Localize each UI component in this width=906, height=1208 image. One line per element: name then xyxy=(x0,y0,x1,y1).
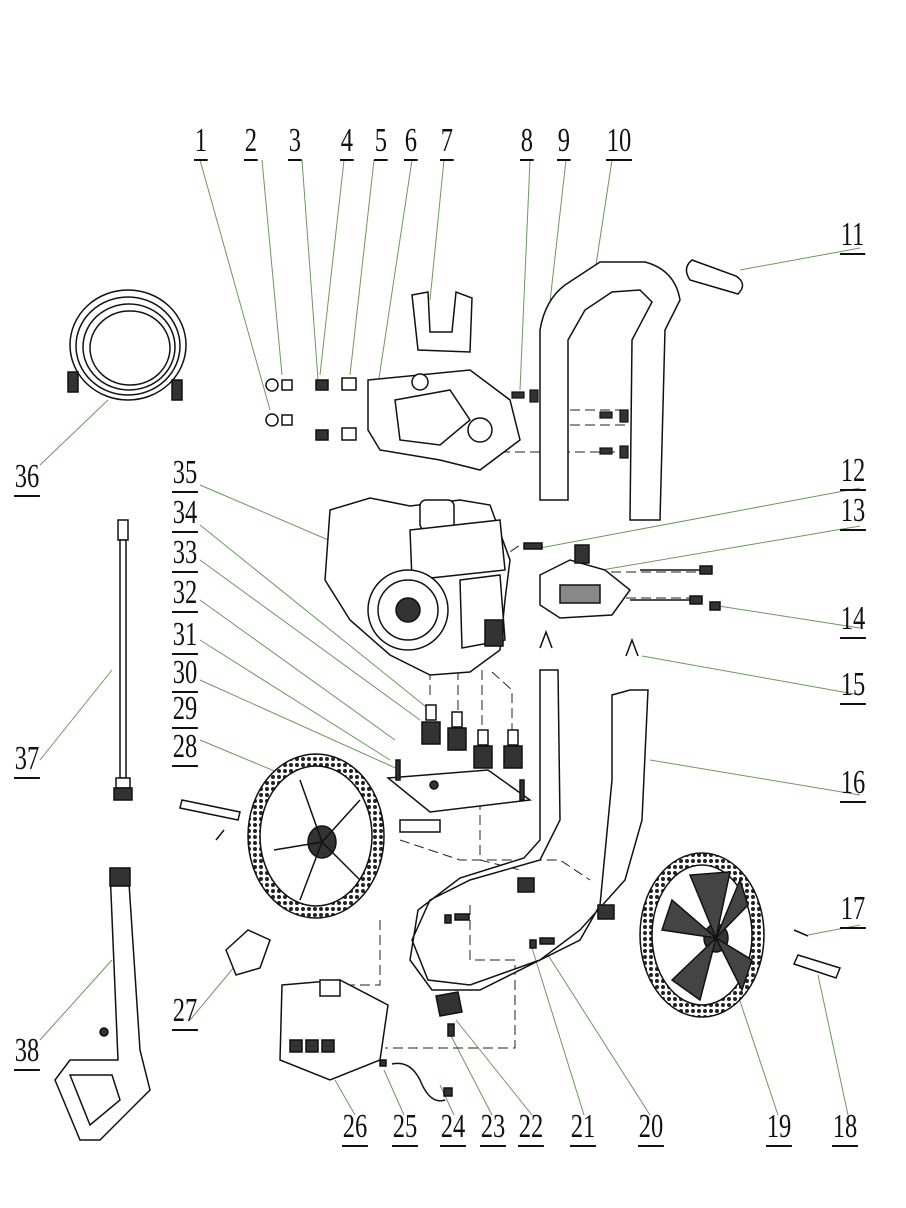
wheel-right-part-19 xyxy=(639,852,765,1018)
spray-wand-part-37 xyxy=(113,519,133,801)
callout-35: 35 xyxy=(172,454,198,493)
callout-38: 38 xyxy=(14,1032,40,1071)
callout-12: 12 xyxy=(840,452,866,491)
pump-part-13 xyxy=(523,542,721,619)
engine-part-35 xyxy=(324,497,511,676)
handle-pins xyxy=(511,389,629,459)
callout-15: 15 xyxy=(840,666,866,705)
callout-14: 14 xyxy=(840,600,866,639)
leader-lines xyxy=(39,159,861,1116)
callout-2: 2 xyxy=(244,122,258,161)
callout-34: 34 xyxy=(172,494,198,533)
handle-part-10 xyxy=(539,261,681,521)
callout-3: 3 xyxy=(288,122,302,161)
callout-32: 32 xyxy=(172,574,198,613)
grip-part-11 xyxy=(685,259,744,295)
callout-4: 4 xyxy=(340,122,354,161)
callout-25: 25 xyxy=(392,1108,418,1147)
coiled-hose-part-36 xyxy=(67,289,187,401)
callout-7: 7 xyxy=(440,122,454,161)
callout-37: 37 xyxy=(14,740,40,779)
callout-19: 19 xyxy=(766,1108,792,1147)
callout-22: 22 xyxy=(518,1108,544,1147)
callout-10: 10 xyxy=(606,122,632,161)
callout-16: 16 xyxy=(840,764,866,803)
small-parts-group xyxy=(225,913,555,1102)
callout-9: 9 xyxy=(557,122,571,161)
callout-30: 30 xyxy=(172,654,198,693)
callout-29: 29 xyxy=(172,690,198,729)
callout-5: 5 xyxy=(374,122,388,161)
callout-18: 18 xyxy=(832,1108,858,1147)
clips-part-15 xyxy=(539,629,639,657)
callout-31: 31 xyxy=(172,616,198,655)
callout-33: 33 xyxy=(172,534,198,573)
callout-26: 26 xyxy=(342,1108,368,1147)
callout-36: 36 xyxy=(14,458,40,497)
wheel-left xyxy=(247,753,385,919)
callout-20: 20 xyxy=(638,1108,664,1147)
callout-28: 28 xyxy=(172,728,198,767)
callout-11: 11 xyxy=(840,216,866,255)
hook-bracket-group xyxy=(265,290,521,471)
spray-gun-part-38 xyxy=(54,867,151,1141)
axles xyxy=(179,799,841,979)
callout-1: 1 xyxy=(194,122,208,161)
callout-6: 6 xyxy=(404,122,418,161)
frame-part-16 xyxy=(409,669,649,991)
callout-13: 13 xyxy=(840,492,866,531)
callout-8: 8 xyxy=(520,122,534,161)
callout-23: 23 xyxy=(480,1108,506,1147)
callout-17: 17 xyxy=(840,890,866,929)
callout-21: 21 xyxy=(570,1108,596,1147)
engine-mount-group xyxy=(386,704,533,833)
callout-27: 27 xyxy=(172,992,198,1031)
callout-24: 24 xyxy=(440,1108,466,1147)
